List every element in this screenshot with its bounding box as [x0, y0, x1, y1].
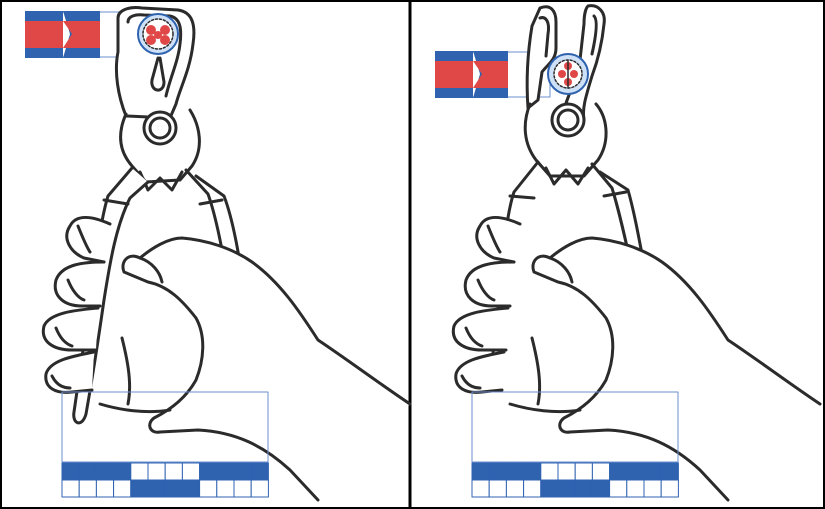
cable-section-right — [547, 53, 589, 95]
scale-cell — [113, 479, 132, 498]
hand-back-right — [531, 236, 822, 502]
scale-cell — [557, 462, 576, 481]
finger-middle-left — [53, 260, 106, 308]
nail-little-left — [50, 374, 72, 390]
scale-cell — [216, 462, 235, 481]
scale-right — [471, 462, 679, 498]
scale-cell — [609, 462, 628, 481]
scale-cell — [471, 462, 490, 481]
scale-cell — [557, 479, 576, 498]
scale-cell — [199, 462, 218, 481]
scale-cell — [95, 462, 115, 481]
spring-notch-right — [544, 166, 590, 186]
scale-cell — [250, 462, 269, 481]
scale-cell — [216, 479, 235, 498]
nail-ring-left — [54, 326, 74, 348]
nail-middle-right — [476, 278, 496, 302]
palm-crease-left — [120, 336, 132, 406]
grip-band-left-b — [198, 198, 224, 206]
scale-cell — [233, 462, 252, 481]
palm-crease-right — [530, 336, 542, 406]
scale-cell — [130, 479, 149, 498]
nail-index-left — [76, 224, 92, 254]
scale-cell — [164, 462, 183, 481]
grip-band-left-a — [102, 198, 130, 206]
scale-cell — [540, 462, 559, 481]
scale-cell — [78, 462, 97, 481]
scale-cell — [591, 462, 611, 481]
grip-band-right-b — [602, 190, 628, 198]
scale-cell — [523, 479, 542, 498]
finger-little-left — [44, 350, 96, 394]
scale-cell — [181, 479, 201, 498]
scale-cell — [591, 479, 611, 498]
scale-cell — [61, 479, 80, 498]
finger-middle-right — [463, 260, 516, 308]
scale-cell — [95, 479, 115, 498]
cable-section-left — [137, 13, 179, 55]
terminal-indicator-left — [25, 11, 100, 58]
thumb-crease-left — [138, 256, 164, 284]
wrist-line-right — [508, 402, 582, 414]
scale-cell — [643, 462, 662, 481]
scale-guide-left — [61, 391, 269, 463]
scale-left — [61, 462, 269, 498]
jaw-inner-lower-right — [590, 14, 598, 56]
jaw-upper-right — [525, 5, 558, 110]
finger-ring-left — [41, 306, 100, 352]
pivot-inner-right — [556, 108, 580, 132]
scale-cell — [505, 462, 525, 481]
grip-band-right-a — [508, 194, 536, 200]
scale-guide-right — [471, 391, 679, 463]
jaw-inner-left — [126, 13, 183, 98]
scale-cell — [233, 479, 252, 498]
scale-cell — [113, 462, 132, 481]
scale-cell — [660, 462, 679, 481]
finger-little-right — [454, 350, 506, 394]
finger-ring-right — [451, 306, 510, 352]
thumb-crease-right — [548, 256, 574, 284]
scale-cell — [609, 479, 628, 498]
terminal-indicator-right — [435, 51, 508, 98]
scale-cell — [626, 462, 645, 481]
nail-ring-right — [464, 326, 484, 348]
scale-cell — [574, 462, 593, 481]
scale-cell — [488, 479, 507, 498]
scale-cell — [523, 462, 542, 481]
pivot-inner-left — [148, 116, 172, 140]
scale-cell — [147, 479, 166, 498]
scale-cell — [61, 462, 80, 481]
finger-index-left — [65, 216, 112, 264]
scale-cell — [488, 462, 507, 481]
jaw-inner-upper-right — [538, 16, 550, 58]
scale-cell — [540, 479, 559, 498]
nail-little-right — [460, 374, 482, 390]
scale-cell — [643, 479, 662, 498]
wrist-line-left — [98, 402, 172, 414]
scale-cell — [471, 479, 490, 498]
nail-index-right — [486, 224, 502, 254]
scale-cell — [78, 479, 97, 498]
nail-middle-left — [66, 278, 86, 302]
scale-cell — [181, 462, 201, 481]
hand-back-left — [121, 236, 412, 502]
scale-cell — [164, 479, 183, 498]
scale-cell — [626, 479, 645, 498]
finger-index-right — [475, 216, 522, 264]
scale-cell — [199, 479, 218, 498]
scale-cell — [147, 462, 166, 481]
scale-cell — [505, 479, 525, 498]
scale-cell — [660, 479, 679, 498]
panel-right — [435, 4, 822, 502]
scale-cell — [574, 479, 593, 498]
scale-cell — [130, 462, 149, 481]
jaw-slot-left — [150, 56, 166, 92]
scale-cell — [250, 479, 269, 498]
panel-left — [25, 6, 412, 502]
